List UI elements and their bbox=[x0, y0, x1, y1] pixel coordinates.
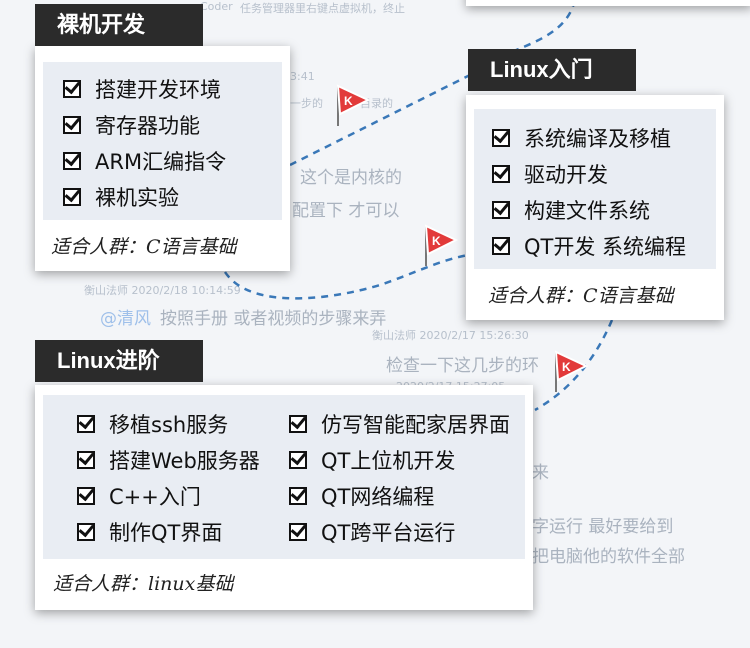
audience-label: 适合人群：C语言基础 bbox=[488, 285, 674, 307]
checklist-item: C++入门 bbox=[77, 481, 201, 511]
checkbox-icon bbox=[492, 237, 510, 255]
checklist-item: 构建文件系统 bbox=[492, 195, 650, 225]
checkbox-icon bbox=[289, 415, 307, 433]
checklist-item: 搭建开发环境 bbox=[63, 74, 221, 104]
path-segment-2 bbox=[223, 253, 469, 300]
checkbox-icon bbox=[63, 152, 81, 170]
path-segment-3 bbox=[534, 319, 614, 412]
bg-path-frag: 一步的 bbox=[290, 97, 323, 110]
checkbox-icon bbox=[63, 188, 81, 206]
checkbox-icon bbox=[289, 523, 307, 541]
bg-frag-right1: 来 bbox=[532, 463, 549, 483]
checkbox-icon bbox=[77, 415, 95, 433]
checkbox-icon bbox=[492, 201, 510, 219]
flag-letter: K bbox=[562, 360, 571, 374]
bg-frag-right3: 把电脑他的软件全部 bbox=[532, 547, 685, 567]
checkbox-icon bbox=[77, 487, 95, 505]
bg-user-time: 衡山法师 2020/2/18 10:14:59 bbox=[84, 284, 241, 297]
checklist-item: QT开发 系统编程 bbox=[492, 231, 686, 261]
checklist-item: ARM汇编指令 bbox=[63, 146, 226, 176]
checklist-item: 移植ssh服务 bbox=[77, 409, 228, 439]
checklist-item: QT网络编程 bbox=[289, 481, 434, 511]
bg-line2: 配置下 才可以 bbox=[292, 201, 400, 221]
section-title: 裸机开发 bbox=[35, 4, 203, 46]
path-segment-1 bbox=[289, 73, 471, 167]
checklist-item: 仿写智能配家居界面 bbox=[289, 409, 510, 439]
checklist-item: 驱动开发 bbox=[492, 159, 608, 189]
flag-letter: K bbox=[432, 234, 441, 248]
card-linux-intro: 系统编译及移植 驱动开发 构建文件系统 QT开发 系统编程 适合人群：C语言基础 bbox=[466, 95, 724, 320]
checklist-item: 制作QT界面 bbox=[77, 517, 222, 547]
checkbox-icon bbox=[492, 165, 510, 183]
section-title: Linux入门 bbox=[468, 49, 636, 91]
flag-icon: K bbox=[554, 350, 588, 392]
bg-line1: 这个是内核的 bbox=[300, 168, 402, 188]
bg-text-top: 任务管理器里右键点虚拟机，终止 bbox=[240, 2, 405, 15]
flag-icon: K bbox=[424, 224, 458, 266]
checkbox-icon bbox=[289, 487, 307, 505]
card-baremetal: 搭建开发环境 寄存器功能 ARM汇编指令 裸机实验 适合人群：C语言基础 bbox=[35, 46, 290, 271]
audience-label: 适合人群：C语言基础 bbox=[51, 236, 237, 258]
checklist-item: 寄存器功能 bbox=[63, 110, 200, 140]
checklist-item: 系统编译及移植 bbox=[492, 123, 671, 153]
bg-mention: @清风 bbox=[100, 309, 151, 329]
path-segment-top bbox=[469, 0, 577, 72]
checklist-item: QT跨平台运行 bbox=[289, 517, 455, 547]
partial-card-edge bbox=[466, 0, 750, 6]
checklist-item: 裸机实验 bbox=[63, 182, 179, 212]
bg-reply: 按照手册 或者视频的步骤来弄 bbox=[160, 309, 387, 329]
card-inner bbox=[43, 62, 282, 220]
bg-frag-right2: 字运行 最好要给到 bbox=[532, 517, 674, 537]
card-inner bbox=[474, 109, 716, 269]
checkbox-icon bbox=[63, 80, 81, 98]
bg-user: Coder bbox=[200, 0, 233, 13]
checkbox-icon bbox=[77, 523, 95, 541]
bg-time: 3:41 bbox=[290, 70, 315, 83]
checklist-item: QT上位机开发 bbox=[289, 445, 455, 475]
checkbox-icon bbox=[492, 129, 510, 147]
checkbox-icon bbox=[289, 451, 307, 469]
flag-letter: K bbox=[344, 94, 353, 108]
audience-label: 适合人群：linux基础 bbox=[53, 573, 234, 595]
bg-user-time2: 衡山法师 2020/2/17 15:26:30 bbox=[372, 329, 529, 342]
checklist-item: 搭建Web服务器 bbox=[77, 445, 260, 475]
checkbox-icon bbox=[63, 116, 81, 134]
card-linux-adv: 移植ssh服务 搭建Web服务器 C++入门 制作QT界面 仿写智能配家居界面 … bbox=[35, 385, 533, 610]
section-title: Linux进阶 bbox=[35, 340, 203, 382]
flag-icon: K bbox=[336, 84, 370, 126]
checkbox-icon bbox=[77, 451, 95, 469]
card-inner bbox=[43, 395, 525, 559]
bg-check: 检查一下这几步的环 bbox=[386, 356, 539, 376]
